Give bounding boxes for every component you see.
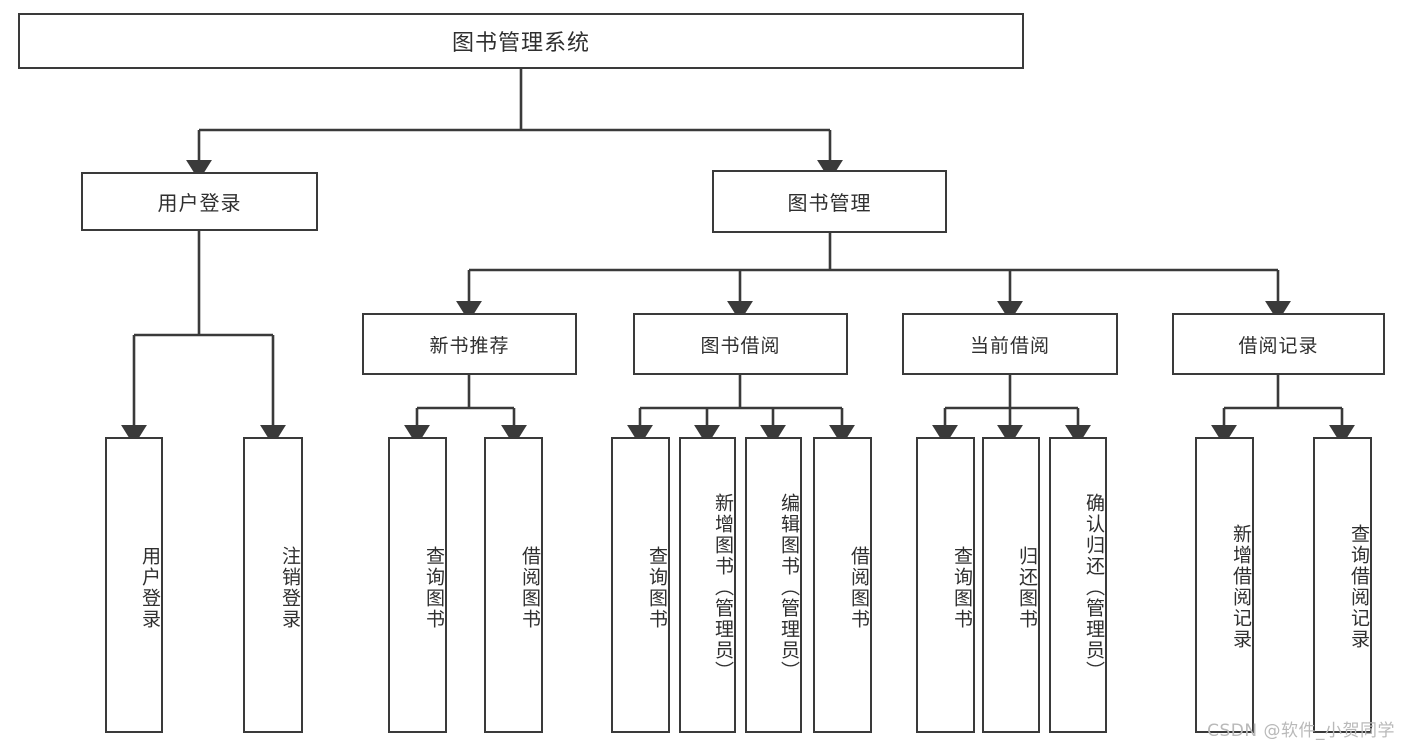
node-root-system[interactable]: 图书管理系统: [18, 13, 1024, 69]
leaf-book-borrow-borrow[interactable]: 借阅图书: [813, 437, 872, 733]
csdn-watermark: CSDN @软件_小贺同学: [1207, 721, 1395, 741]
leaf-user-login-login[interactable]: 用户登录: [105, 437, 163, 733]
leaf-new-book-query[interactable]: 查询图书: [388, 437, 447, 733]
leaf-book-borrow-query[interactable]: 查询图书: [611, 437, 670, 733]
leaf-book-borrow-add-admin[interactable]: 新增图书（管理员）: [679, 437, 736, 733]
leaf-user-login-logout[interactable]: 注销登录: [243, 437, 303, 733]
node-new-book-recommend[interactable]: 新书推荐: [362, 313, 577, 375]
leaf-borrow-record-query[interactable]: 查询借阅记录: [1313, 437, 1372, 733]
leaf-current-borrow-return[interactable]: 归还图书: [982, 437, 1040, 733]
leaf-borrow-record-add[interactable]: 新增借阅记录: [1195, 437, 1254, 733]
leaf-new-book-borrow[interactable]: 借阅图书: [484, 437, 543, 733]
leaf-book-borrow-edit-admin[interactable]: 编辑图书（管理员）: [745, 437, 802, 733]
node-user-login[interactable]: 用户登录: [81, 172, 318, 231]
leaf-current-borrow-confirm-admin[interactable]: 确认归还（管理员）: [1049, 437, 1107, 733]
leaf-current-borrow-query[interactable]: 查询图书: [916, 437, 975, 733]
node-current-borrow[interactable]: 当前借阅: [902, 313, 1118, 375]
node-book-borrow[interactable]: 图书借阅: [633, 313, 848, 375]
node-book-management[interactable]: 图书管理: [712, 170, 947, 233]
node-borrow-record[interactable]: 借阅记录: [1172, 313, 1385, 375]
